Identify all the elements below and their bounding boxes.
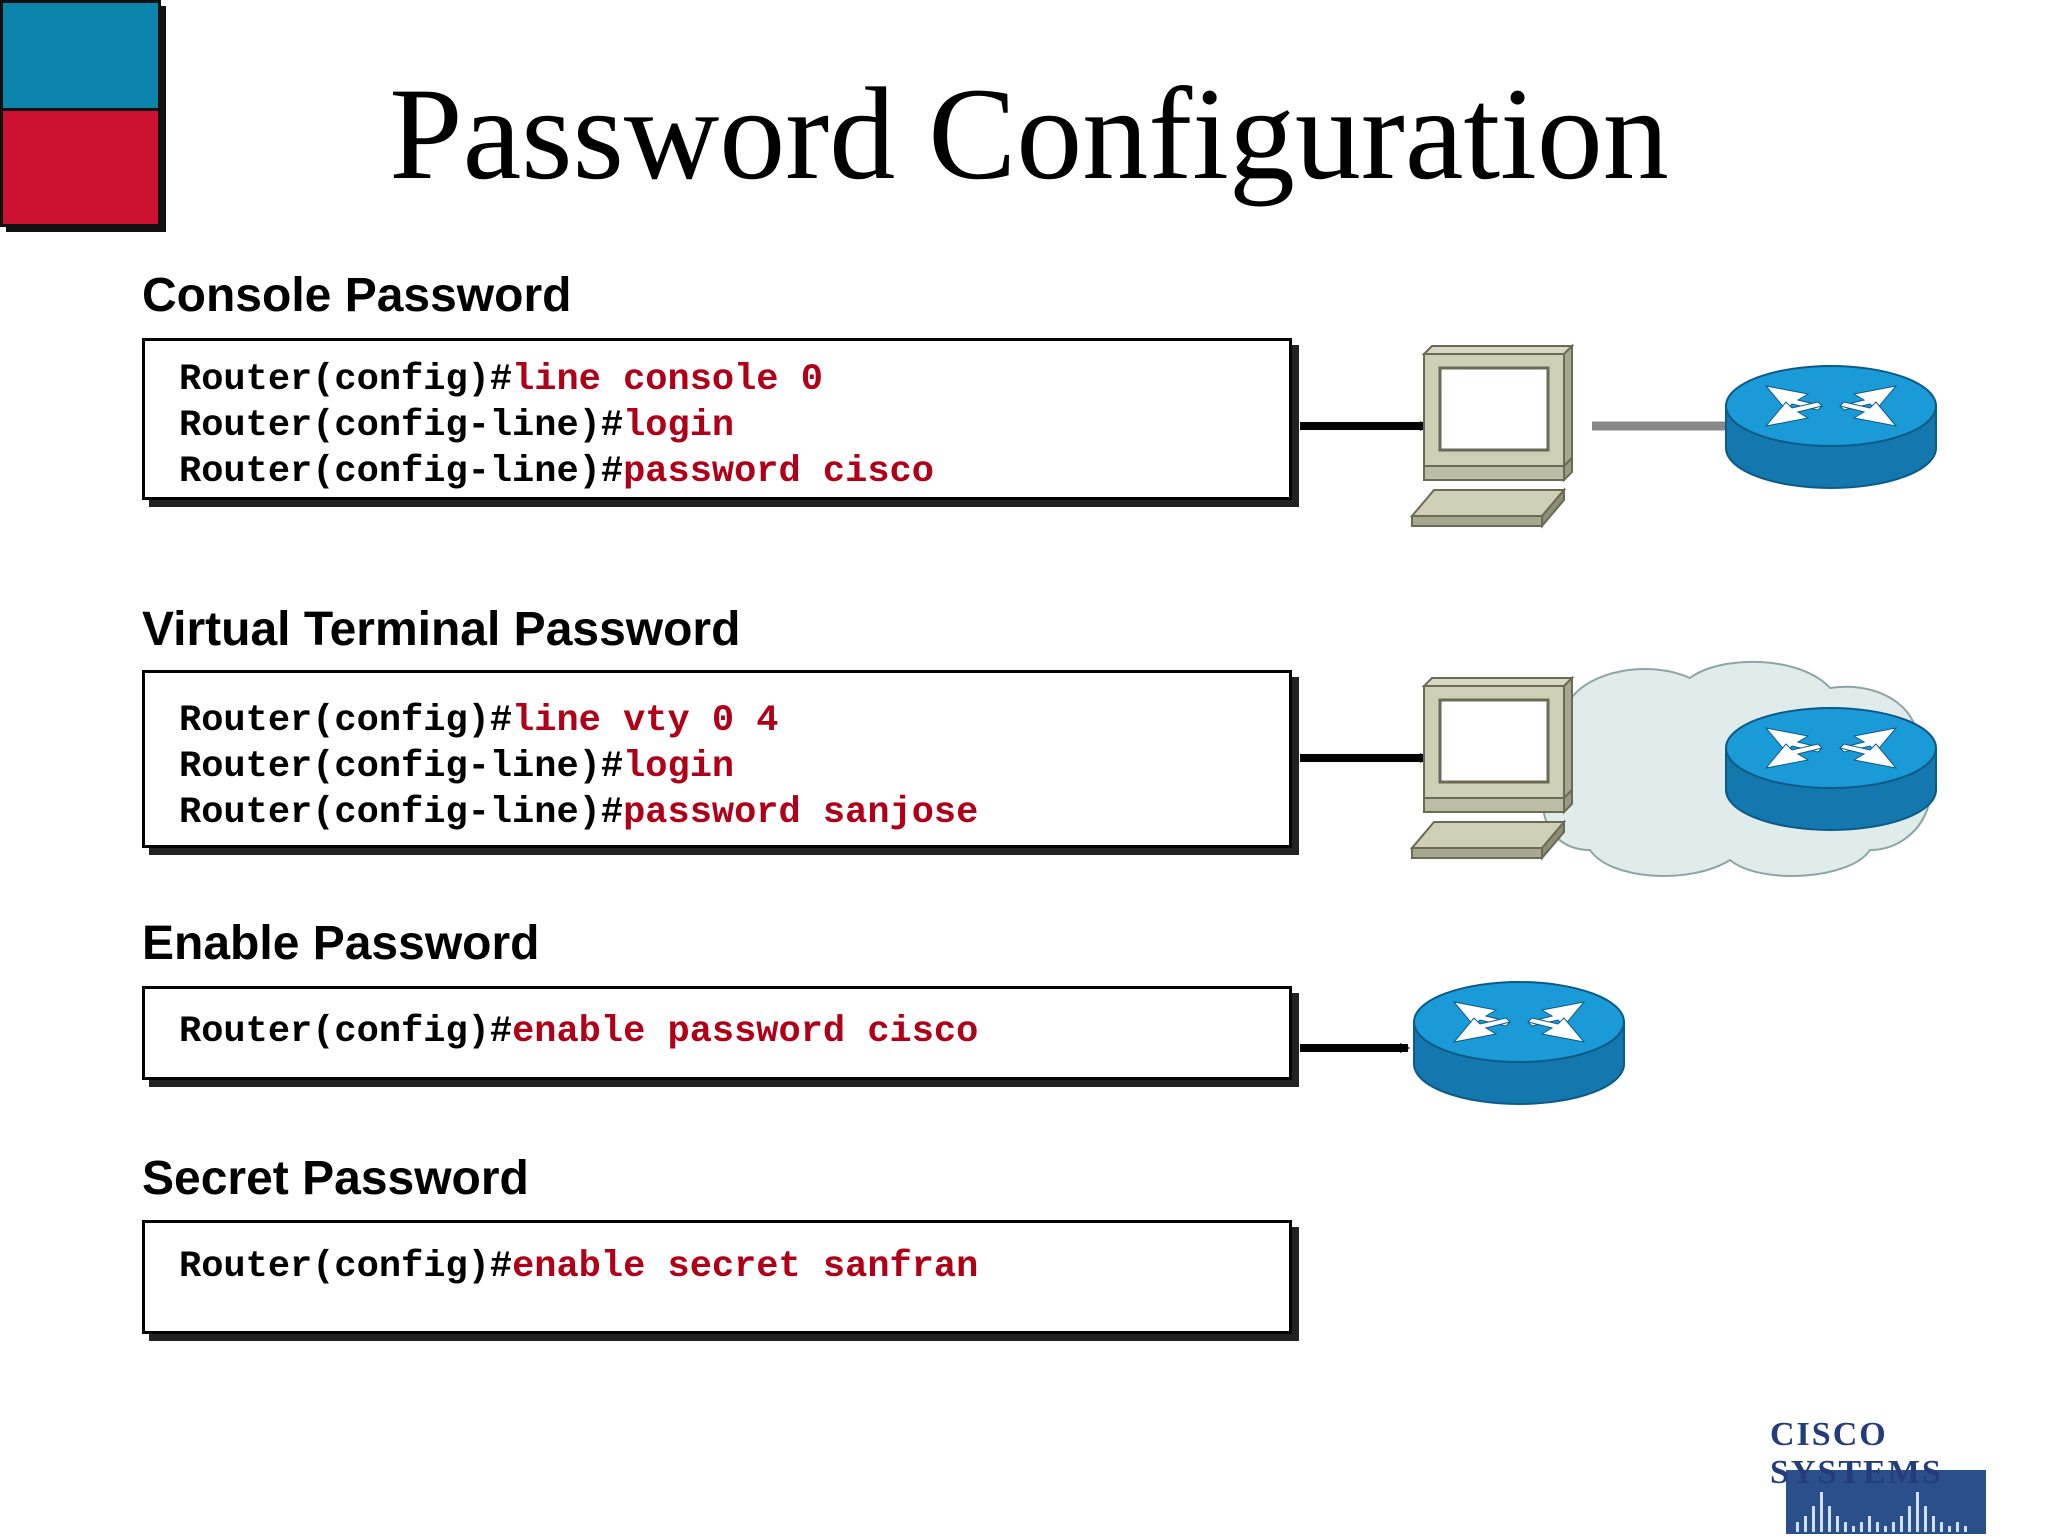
command: password sanjose — [623, 792, 979, 834]
prompt: Router(config-line)# — [179, 746, 624, 788]
command: enable secret sanfran — [512, 1246, 979, 1288]
command-line: Router(config-line)#login — [179, 408, 734, 445]
command-line: Router(config)#enable secret sanfran — [179, 1249, 978, 1286]
command: line console 0 — [512, 359, 823, 401]
command-box-vty: Router(config)#line vty 0 4 Router(confi… — [142, 670, 1292, 848]
command-line: Router(config)#enable password cisco — [179, 1014, 978, 1051]
section-heading-secret: Secret Password — [142, 1152, 529, 1205]
slide-title: Password Configuration — [389, 60, 1669, 207]
command-line: Router(config-line)#password sanjose — [179, 795, 978, 832]
command-box-secret: Router(config)#enable secret sanfran — [142, 1220, 1292, 1334]
command-box-console: Router(config)#line console 0 Router(con… — [142, 338, 1292, 500]
section-heading-vty: Virtual Terminal Password — [142, 603, 741, 656]
cisco-logo-text: CISCO SYSTEMS — [1770, 1416, 1943, 1491]
command-line: Router(config-line)#login — [179, 749, 734, 786]
corner-shadow — [158, 6, 166, 232]
router-icon — [1725, 365, 1937, 489]
section-heading-console: Console Password — [142, 269, 572, 322]
command: enable password cisco — [512, 1011, 979, 1053]
prompt: Router(config-line)# — [179, 451, 624, 493]
prompt: Router(config-line)# — [179, 405, 624, 447]
corner-accent-bottom — [0, 108, 161, 227]
prompt: Router(config)# — [179, 1011, 513, 1053]
corner-shadow — [6, 224, 166, 232]
command: password cisco — [623, 451, 934, 493]
terminal-pc-icon — [1410, 344, 1574, 528]
command: line vty 0 4 — [512, 700, 779, 742]
corner-accent-top — [0, 0, 161, 111]
router-icon — [1413, 981, 1625, 1105]
terminal-pc-icon — [1410, 676, 1574, 860]
command: login — [623, 746, 735, 788]
prompt: Router(config-line)# — [179, 792, 624, 834]
command-line: Router(config-line)#password cisco — [179, 454, 934, 491]
command-line: Router(config)#line vty 0 4 — [179, 703, 779, 740]
section-heading-enable: Enable Password — [142, 917, 540, 970]
cisco-logo — [1786, 1470, 1986, 1534]
command: login — [623, 405, 735, 447]
prompt: Router(config)# — [179, 359, 513, 401]
command-line: Router(config)#line console 0 — [179, 362, 823, 399]
command-box-enable: Router(config)#enable password cisco — [142, 986, 1292, 1080]
prompt: Router(config)# — [179, 700, 513, 742]
prompt: Router(config)# — [179, 1246, 513, 1288]
router-icon — [1725, 707, 1937, 831]
